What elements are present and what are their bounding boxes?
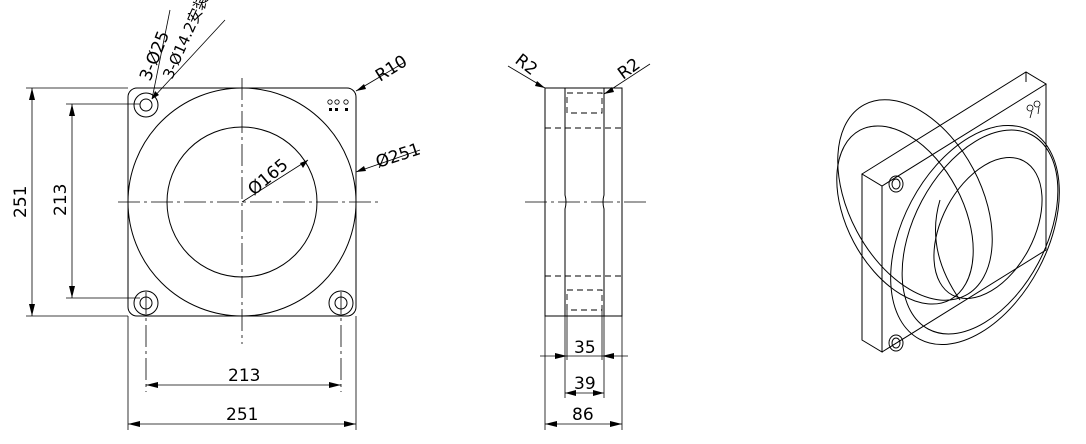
dim-width-label: 251 (226, 405, 258, 425)
dim-hole-h-label: 213 (228, 366, 260, 386)
mounting-hole-top-left (133, 92, 159, 118)
dim-height-251: 251 (11, 87, 128, 317)
side-view: R2 R2 35 39 (507, 50, 651, 430)
dim-hole-v-213: 213 (51, 103, 140, 299)
dim-height-label: 251 (11, 186, 31, 218)
side-radius-left-callout: R2 (507, 50, 546, 89)
side-radius-right-label: R2 (614, 55, 644, 84)
iso-engraved-mark-icon (1026, 100, 1041, 119)
engraved-mark-icon (327, 99, 349, 111)
dim-86-label: 86 (572, 405, 594, 425)
iso-mounting-hole-bottom (888, 334, 904, 352)
outer-dia-label: Ø251 (373, 140, 423, 173)
dim-39: 39 (565, 374, 604, 396)
dim-hole-v-label: 213 (51, 184, 71, 216)
dim-35: 35 (540, 338, 628, 359)
inner-dia-label: Ø165 (244, 155, 292, 200)
dim-39-label: 39 (574, 374, 596, 394)
iso-mounting-hole-top (888, 175, 904, 193)
corner-radius-callout: R10 (355, 52, 411, 92)
corner-radius-label: R10 (372, 52, 411, 87)
isometric-view (836, 71, 1060, 353)
side-radius-right-callout: R2 (603, 55, 651, 95)
hole-callout: 3-Ø25 3-Ø14.2安装孔 (136, 0, 226, 100)
inner-dia-callout: Ø165 (241, 155, 309, 203)
dim-86: 86 (545, 405, 622, 427)
dim-width-251: 251 (127, 316, 357, 430)
dim-35-label: 35 (574, 338, 596, 358)
dim-hole-h-213: 213 (146, 366, 341, 388)
front-view: 3-Ø25 3-Ø14.2安装孔 R10 Ø251 Ø165 (11, 0, 423, 430)
side-radius-left-label: R2 (511, 50, 541, 80)
outer-dia-callout: Ø251 (355, 140, 423, 173)
